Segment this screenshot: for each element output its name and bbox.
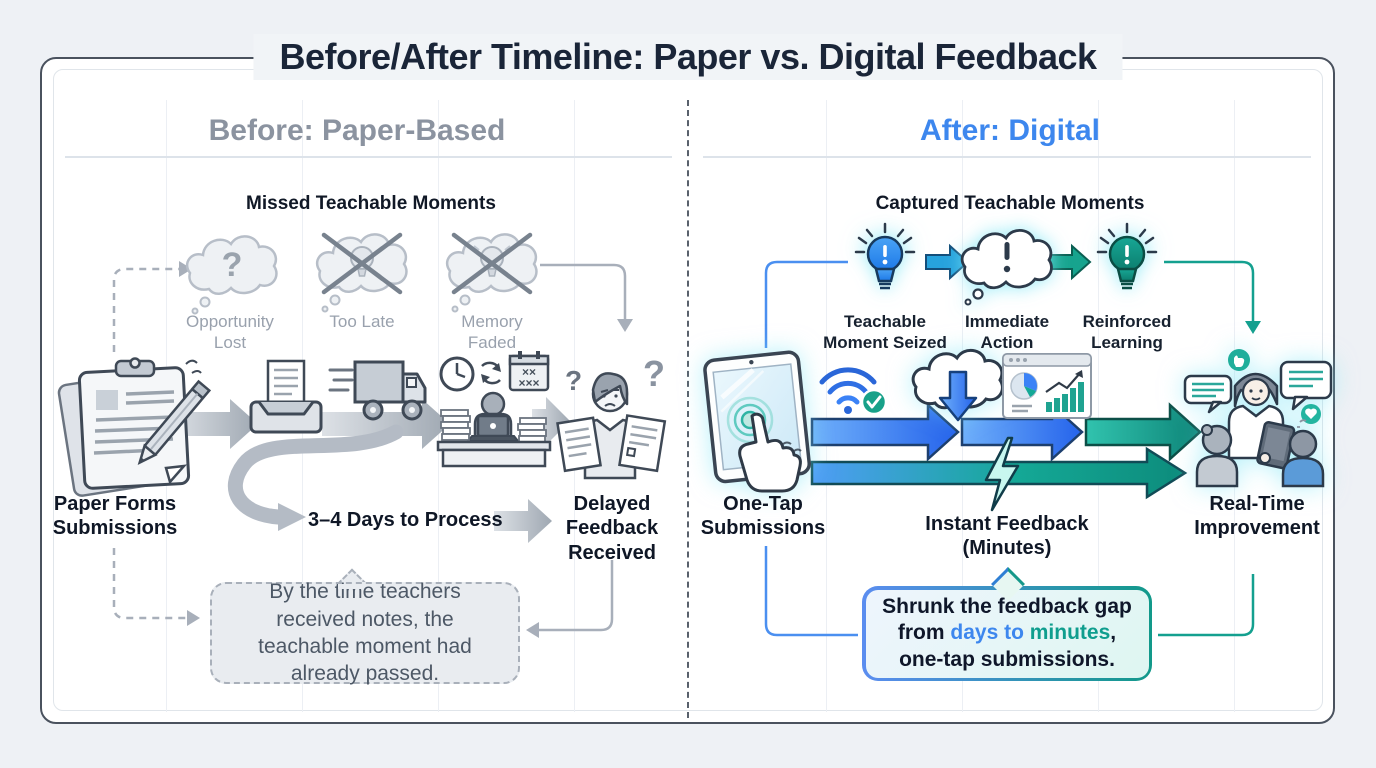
flow-end-label: Real-Time Improvement (1194, 493, 1320, 540)
worried-teacher-icon: ? ? (553, 353, 667, 484)
svg-text:?: ? (643, 353, 665, 394)
svg-text:××: ×× (522, 365, 536, 379)
before-heading-rule (65, 156, 672, 158)
after-heading: After: Digital (920, 114, 1100, 147)
process-duration-label: 3–4 Days to Process (308, 509, 503, 531)
callout-line2: from days to minutes, (897, 621, 1117, 645)
highlight-days: days to (950, 621, 1030, 645)
before-heading: Before: Paper-Based (208, 114, 506, 147)
callout-line3: one-tap submissions. (899, 647, 1115, 671)
svg-text:?: ? (565, 365, 582, 396)
flow-middle-label: Instant Feedback (Minutes) (925, 513, 1089, 560)
exclaim-cloud-icon (959, 226, 1055, 306)
after-heading-rule (703, 156, 1311, 158)
question-cloud-icon: ? (184, 232, 280, 316)
moment-label: Too Late (329, 312, 395, 331)
wifi-check-icon (814, 354, 894, 420)
page-title: Before/After Timeline: Paper vs. Digital… (253, 34, 1123, 80)
speech-bubble-text: By the time teachers received notes, the… (258, 580, 472, 686)
classroom-discussion-icon (1183, 346, 1333, 496)
lightbulb-teal-icon (1092, 222, 1162, 308)
inbox-icon (246, 358, 326, 438)
svg-text:×××: ××× (518, 376, 539, 390)
flow-end-label: Delayed Feedback Received (565, 493, 659, 564)
callout-line1: Shrunk the feedback gap (882, 595, 1132, 619)
tablet-tap-icon (698, 350, 828, 494)
flow-start-label: One-Tap Submissions (700, 493, 826, 540)
svg-text:?: ? (222, 246, 243, 284)
desk-backlog-icon: ×× ××× (436, 350, 552, 468)
moment-label: Opportunity Lost (186, 312, 274, 353)
delivery-truck-icon (328, 356, 430, 426)
moment-label: Memory Faded (461, 312, 523, 353)
cloud-sync-icon (910, 346, 1006, 438)
result-callout: Shrunk the feedback gap from days to min… (862, 586, 1152, 681)
moment-label: Immediate Action (964, 312, 1050, 353)
crossed-bulb-cloud-icon (444, 230, 540, 314)
dashboard-icon (1002, 350, 1092, 422)
speech-bubble-pointer-mask (338, 584, 364, 589)
panel-divider (687, 100, 689, 718)
flow-start-label: Paper Forms Submissions (52, 493, 178, 540)
moment-label: Reinforced Learning (1082, 312, 1172, 353)
crossed-bulb-cloud-icon (314, 230, 410, 314)
before-subheading: Missed Teachable Moments (246, 193, 496, 214)
lightbulb-blue-icon (850, 222, 920, 308)
speech-bubble: By the time teachers received notes, the… (210, 580, 520, 685)
highlight-minutes: minutes (1029, 621, 1111, 645)
after-subheading: Captured Teachable Moments (875, 193, 1145, 214)
paper-forms-icon (57, 356, 212, 497)
grid-line (574, 100, 575, 712)
moment-label: Teachable Moment Seized (823, 312, 947, 353)
